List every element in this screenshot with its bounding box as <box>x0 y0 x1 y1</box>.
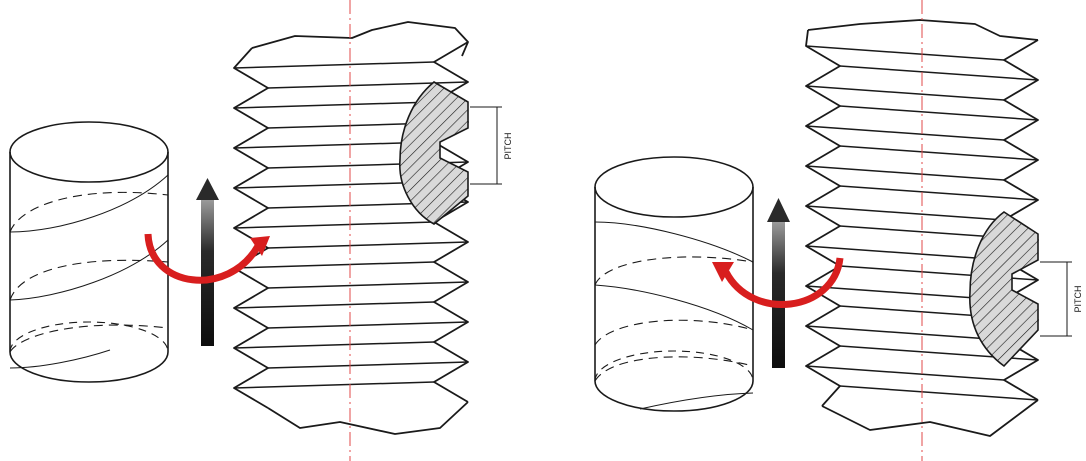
left-rod-bottom-edge <box>267 401 469 435</box>
right-rotation-arrow-icon <box>712 257 844 308</box>
right-cylinder-bottom-edge <box>594 380 754 412</box>
left-rotation-arrow-icon <box>144 233 270 284</box>
left-cylinder-top-ellipse <box>9 121 169 183</box>
left-rod-top-edge <box>251 21 469 57</box>
right-cylinder-helix-front <box>594 221 754 410</box>
left-panel: PITCH <box>9 0 513 461</box>
right-hatched-section <box>969 211 1039 368</box>
right-axial-arrow-icon <box>767 198 790 368</box>
right-rod-bottom-edge <box>821 399 1039 437</box>
left-axial-arrow-icon <box>196 178 219 346</box>
right-rod-top-edge <box>807 19 1039 41</box>
left-cylinder-helix-back <box>9 191 169 353</box>
left-cylinder-bottom-edge <box>9 351 169 383</box>
right-cylinder <box>594 156 754 412</box>
left-cylinder-bottom-hidden <box>9 321 169 353</box>
left-cylinder-helix-front <box>9 174 169 369</box>
left-pitch-dimension <box>470 106 502 185</box>
right-panel: PITCH <box>594 0 1083 461</box>
right-cylinder-helix-back <box>594 256 754 382</box>
left-hatched-section <box>399 81 469 225</box>
right-rod-left-profile <box>805 29 841 407</box>
right-pitch-dimension <box>1040 261 1072 337</box>
left-cylinder <box>9 121 169 383</box>
right-pitch-label: PITCH <box>1073 286 1083 313</box>
left-pitch-label: PITCH <box>503 133 513 160</box>
right-cylinder-top-ellipse <box>594 156 754 218</box>
right-cylinder-bottom-hidden <box>594 350 754 382</box>
